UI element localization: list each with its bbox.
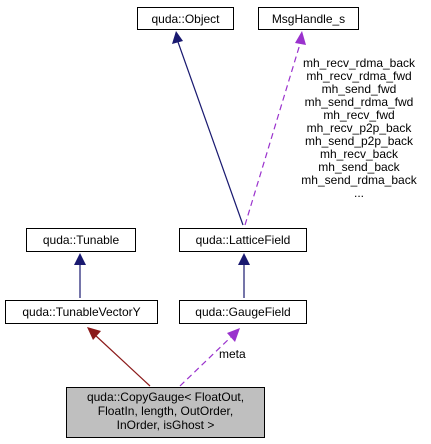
node-quda-latticefield-label: quda::LatticeField	[195, 233, 291, 247]
node-quda-tunable-label: quda::Tunable	[42, 233, 120, 247]
node-quda-tunable[interactable]: quda::Tunable	[26, 228, 136, 252]
member-label: ...	[353, 186, 364, 200]
node-quda-object-label: quda::Object	[151, 11, 220, 26]
node-msghandle-s-label: MsgHandle_s	[271, 11, 346, 26]
node-quda-latticefield[interactable]: quda::LatticeField	[179, 228, 307, 252]
node-quda-gaugefield[interactable]: quda::GaugeField	[179, 300, 307, 324]
member-label: mh_recv_rdma_back	[302, 56, 416, 70]
node-quda-copygauge-line-3: InOrder, isGhost >	[116, 418, 215, 432]
member-label: mh_send_rdma_fwd	[304, 95, 414, 109]
arrowhead-tunablevector	[87, 327, 101, 340]
node-msghandle-s[interactable]: MsgHandle_s	[258, 7, 359, 30]
arrowhead-object	[172, 31, 183, 44]
node-quda-copygauge[interactable]: quda::CopyGauge< FloatOut, FloatIn, leng…	[66, 387, 265, 438]
member-label: mh_recv_back	[319, 147, 399, 161]
node-quda-copygauge-line-1: quda::CopyGauge< FloatOut,	[86, 390, 245, 404]
edge-label-msghandle-members: mh_recv_rdma_back mh_recv_rdma_fwd mh_se…	[284, 57, 431, 200]
node-quda-object[interactable]: quda::Object	[137, 7, 234, 30]
member-label: mh_send_p2p_back	[304, 134, 414, 148]
edge-copygauge-to-tunablevector	[94, 334, 151, 387]
member-label: mh_send_back	[318, 160, 400, 174]
edge-label-meta: meta	[219, 347, 246, 361]
arrowhead-tunable	[74, 253, 86, 265]
node-quda-copygauge-line-2: FloatIn, length, OutOrder,	[97, 404, 234, 418]
arrowhead-lattice	[238, 253, 250, 265]
arrowhead-gauge	[227, 328, 240, 342]
edge-lattice-to-object	[177, 41, 244, 226]
node-quda-tunablevectory-label: quda::TunableVectorY	[22, 305, 141, 319]
member-label: mh_recv_p2p_back	[306, 121, 412, 135]
edge-gauge-to-copygauge	[179, 335, 233, 387]
member-label: mh_recv_rdma_fwd	[306, 69, 412, 83]
node-quda-gaugefield-label: quda::GaugeField	[195, 305, 291, 319]
member-label: mh_send_rdma_back	[301, 173, 417, 187]
edge-msghandle-to-lattice	[244, 43, 301, 226]
member-label: mh_send_fwd	[321, 82, 397, 96]
node-quda-tunablevectory[interactable]: quda::TunableVectorY	[5, 300, 158, 324]
member-label: mh_recv_fwd	[323, 108, 395, 122]
arrowhead-msghandle	[295, 31, 306, 45]
